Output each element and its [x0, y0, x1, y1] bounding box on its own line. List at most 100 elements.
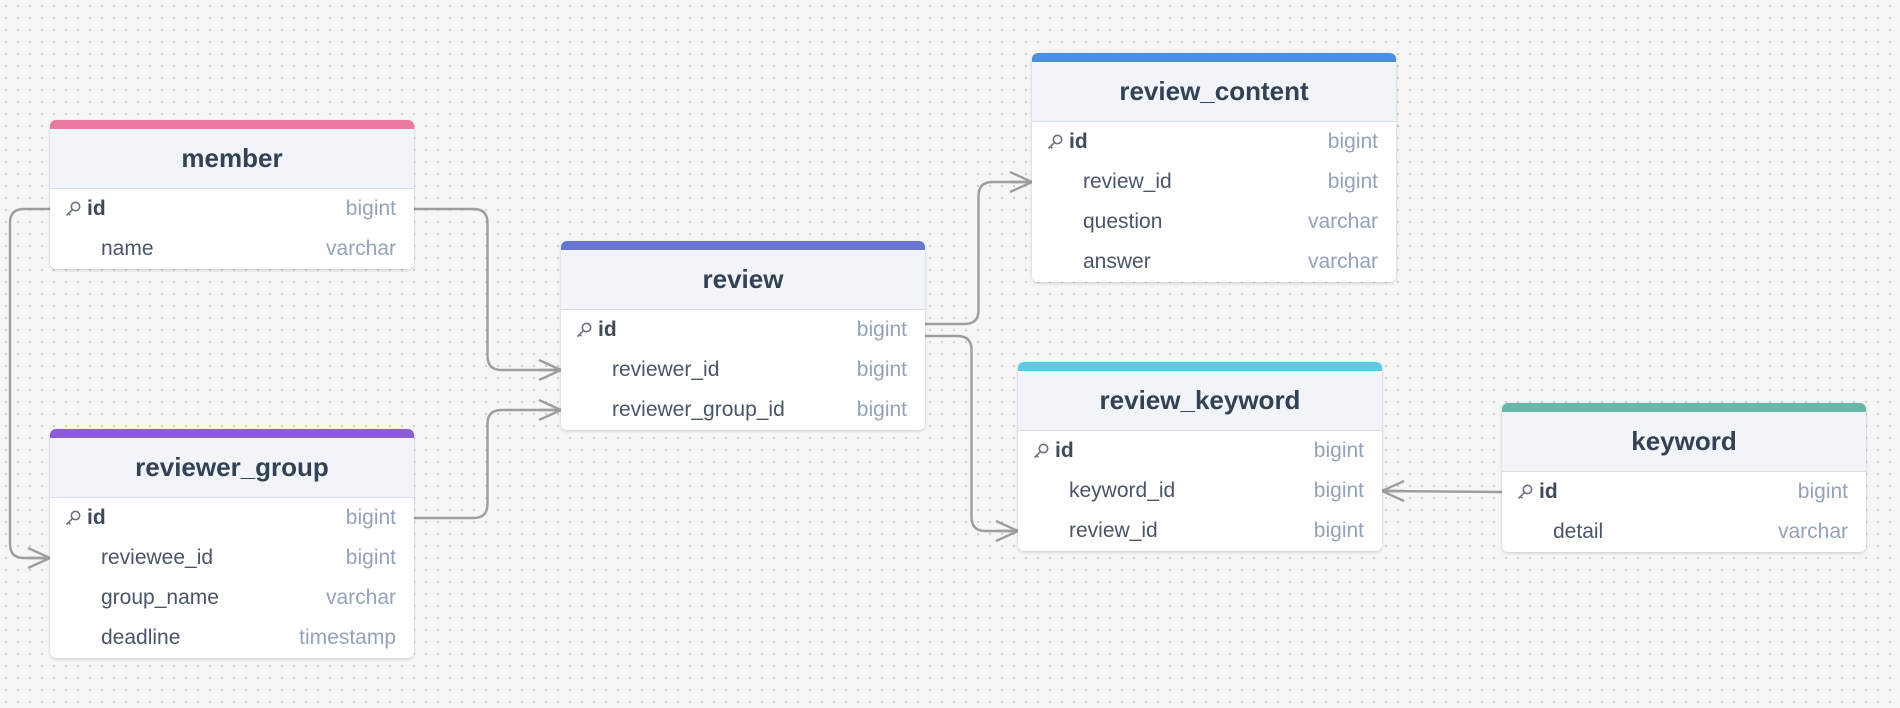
table-accent-bar	[1018, 362, 1382, 371]
key-icon-spacer	[1516, 521, 1538, 543]
relationship-line[interactable]	[925, 180, 1032, 326]
key-icon-spacer	[64, 587, 86, 609]
relationship-line[interactable]	[925, 334, 1018, 533]
column-name: question	[1083, 210, 1163, 233]
table-member[interactable]: member id bigint name varchar	[50, 120, 414, 269]
column-name: detail	[1553, 520, 1604, 543]
table-title[interactable]: review_content	[1032, 62, 1396, 122]
column-type: varchar	[1777, 520, 1848, 543]
column-name: deadline	[101, 626, 181, 649]
table-accent-bar	[1502, 403, 1866, 412]
key-icon-spacer	[1046, 171, 1068, 193]
column-name: reviewee_id	[101, 546, 214, 569]
column-type: varchar	[1307, 250, 1378, 273]
column-type: bigint	[1327, 130, 1378, 153]
table-accent-bar	[50, 120, 414, 129]
column-row[interactable]: question varchar	[1032, 202, 1396, 242]
column-name: id	[1069, 130, 1088, 153]
key-icon-spacer	[1032, 520, 1054, 542]
crows-foot-marker	[1379, 479, 1405, 503]
key-icon-spacer	[575, 359, 597, 381]
table-title[interactable]: member	[50, 129, 414, 189]
column-row[interactable]: review_id bigint	[1032, 162, 1396, 202]
key-icon-spacer	[1046, 211, 1068, 233]
column-name: id	[87, 506, 106, 529]
column-row[interactable]: id bigint	[1032, 122, 1396, 162]
column-row[interactable]: id bigint	[1018, 431, 1382, 471]
column-row[interactable]: id bigint	[50, 498, 414, 538]
column-name: name	[101, 237, 154, 260]
key-icon-spacer	[1046, 251, 1068, 273]
column-row[interactable]: id bigint	[561, 310, 925, 350]
key-icon-spacer	[575, 399, 597, 421]
column-name: keyword_id	[1069, 479, 1176, 502]
column-row[interactable]: detail varchar	[1502, 512, 1866, 552]
crows-foot-marker	[538, 398, 564, 422]
relationship-line[interactable]	[414, 207, 561, 372]
table-accent-bar	[561, 241, 925, 250]
column-type: varchar	[325, 237, 396, 260]
key-icon	[575, 319, 597, 341]
column-type: bigint	[1313, 439, 1364, 462]
key-icon	[1032, 440, 1054, 462]
column-type: bigint	[345, 197, 396, 220]
column-type: bigint	[1313, 519, 1364, 542]
column-row[interactable]: id bigint	[1502, 472, 1866, 512]
column-type: bigint	[856, 358, 907, 381]
column-row[interactable]: reviewee_id bigint	[50, 538, 414, 578]
key-icon	[64, 507, 86, 529]
column-type: bigint	[345, 546, 396, 569]
column-type: bigint	[1797, 480, 1848, 503]
column-name: id	[598, 318, 617, 341]
column-name: review_id	[1083, 170, 1172, 193]
table-title[interactable]: keyword	[1502, 412, 1866, 472]
key-icon	[1516, 481, 1538, 503]
key-icon	[64, 198, 86, 220]
column-name: reviewer_group_id	[612, 398, 785, 421]
column-name: id	[1539, 480, 1558, 503]
relationship-line[interactable]	[414, 408, 561, 520]
column-type: bigint	[345, 506, 396, 529]
column-row[interactable]: keyword_id bigint	[1018, 471, 1382, 511]
crows-foot-marker	[27, 546, 53, 570]
column-row[interactable]: review_id bigint	[1018, 511, 1382, 551]
key-icon	[1046, 131, 1068, 153]
column-name: group_name	[101, 586, 219, 609]
column-row[interactable]: id bigint	[50, 189, 414, 229]
column-name: id	[1055, 439, 1074, 462]
column-name: answer	[1083, 250, 1151, 273]
table-accent-bar	[1032, 53, 1396, 62]
crows-foot-marker	[995, 519, 1021, 543]
key-icon-spacer	[64, 238, 86, 260]
key-icon-spacer	[64, 627, 86, 649]
table-keyword[interactable]: keyword id bigint detail varchar	[1502, 403, 1866, 552]
column-row[interactable]: deadline timestamp	[50, 618, 414, 658]
column-name: reviewer_id	[612, 358, 720, 381]
column-type: varchar	[1307, 210, 1378, 233]
key-icon-spacer	[64, 547, 86, 569]
relationship-line[interactable]	[8, 207, 50, 560]
column-row[interactable]: answer varchar	[1032, 242, 1396, 282]
table-accent-bar	[50, 429, 414, 438]
column-row[interactable]: group_name varchar	[50, 578, 414, 618]
table-title[interactable]: review_keyword	[1018, 371, 1382, 431]
crows-foot-marker	[1009, 170, 1035, 194]
column-type: varchar	[325, 586, 396, 609]
column-name: id	[87, 197, 106, 220]
key-icon-spacer	[1032, 480, 1054, 502]
column-type: bigint	[1313, 479, 1364, 502]
column-type: bigint	[1327, 170, 1378, 193]
table-title[interactable]: review	[561, 250, 925, 310]
column-row[interactable]: name varchar	[50, 229, 414, 269]
column-type: timestamp	[299, 626, 396, 649]
column-row[interactable]: reviewer_id bigint	[561, 350, 925, 390]
table-title[interactable]: reviewer_group	[50, 438, 414, 498]
column-type: bigint	[856, 318, 907, 341]
column-name: review_id	[1069, 519, 1158, 542]
